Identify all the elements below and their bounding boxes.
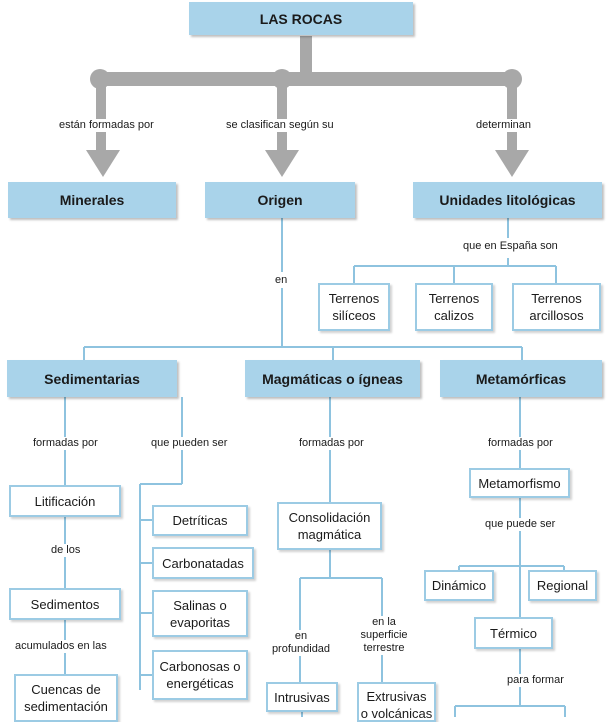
node-metamorficas: Metamórficas xyxy=(440,360,602,397)
node-dinamico: Dinámico xyxy=(424,570,494,601)
node-sedimentarias: Sedimentarias xyxy=(7,360,177,397)
node-carbonosas-energeticas: Carbonosas o energéticas xyxy=(152,650,248,700)
node-sedimentos: Sedimentos xyxy=(9,588,121,620)
node-carbonatadas: Carbonatadas xyxy=(152,547,254,579)
node-cuencas-sedimentacion: Cuencas de sedimentación xyxy=(14,674,118,722)
node-metamorfismo: Metamorfismo xyxy=(469,468,570,498)
terrenos-calizos-l1: Terrenos xyxy=(428,291,480,306)
node-terrenos-calizos: Terrenos calizos xyxy=(415,283,493,331)
node-regional: Regional xyxy=(528,570,597,601)
extrusivas-l1: Extrusivas xyxy=(366,689,427,704)
top-arrows xyxy=(86,36,529,177)
en-sup-l3: terrestre xyxy=(363,642,405,654)
salinas-l1: Salinas o xyxy=(173,597,227,613)
label-en-la-superficie: en la superficie terrestre xyxy=(350,616,418,655)
label-en-profundidad: en profundidad xyxy=(267,630,335,656)
carbonosas-l1: Carbonosas o xyxy=(159,659,241,674)
label-se-clasifican: se clasifican según su xyxy=(225,119,335,132)
salinas-l2: evaporitas xyxy=(170,614,230,630)
node-terrenos-siliceos: Terrenos silíceos xyxy=(318,283,390,331)
label-que-en-espana: que en España son xyxy=(462,240,559,253)
label-que-puede-ser: que puede ser xyxy=(484,518,557,531)
en-prof-l2: profundidad xyxy=(271,643,331,655)
en-sup-l2: superficie xyxy=(360,629,408,641)
label-sed-que-pueden-ser: que pueden ser xyxy=(150,437,229,450)
label-met-formadas-por: formadas por xyxy=(487,437,554,450)
node-unidades-litologicas: Unidades litológicas xyxy=(413,182,602,218)
node-salinas-evaporitas: Salinas o evaporitas xyxy=(152,590,248,637)
node-origen: Origen xyxy=(205,182,355,218)
carbonosas-l2: energéticas xyxy=(166,676,234,691)
node-termico: Térmico xyxy=(474,617,553,649)
terrenos-arcillosos-l2: arcillosos xyxy=(529,308,584,323)
label-estan-formadas: están formadas por xyxy=(58,119,155,132)
cuencas-l2: sedimentación xyxy=(24,699,108,714)
node-magmaticas: Magmáticas o ígneas xyxy=(245,360,420,397)
label-de-los: de los xyxy=(50,544,82,557)
consolidacion-l1: Consolidación xyxy=(288,510,371,525)
cuencas-l1: Cuencas de xyxy=(31,682,101,697)
extrusivas-l2: o volcánicas xyxy=(360,706,433,721)
node-minerales: Minerales xyxy=(8,182,176,218)
node-consolidacion-magmatica: Consolidación magmática xyxy=(277,502,382,550)
node-detriticas: Detríticas xyxy=(152,505,248,536)
node-terrenos-arcillosos: Terrenos arcillosos xyxy=(512,283,601,331)
label-mag-formadas-por: formadas por xyxy=(298,437,365,450)
terrenos-arcillosos-l1: Terrenos xyxy=(531,291,582,306)
terrenos-calizos-l2: calizos xyxy=(434,308,474,323)
title-las-rocas: LAS ROCAS xyxy=(189,2,413,35)
label-acumulados: acumulados en las xyxy=(14,640,108,653)
node-extrusivas-volcanicas: Extrusivas o volcánicas xyxy=(357,682,436,722)
label-determinan: determinan xyxy=(475,119,533,132)
node-litificacion: Litificación xyxy=(9,485,121,517)
terrenos-siliceos-l1: Terrenos xyxy=(328,291,380,306)
node-intrusivas: Intrusivas xyxy=(266,682,338,712)
terrenos-siliceos-l2: silíceos xyxy=(332,308,376,323)
en-prof-l1: en xyxy=(294,630,308,642)
label-sed-formadas-por: formadas por xyxy=(32,437,99,450)
label-en: en xyxy=(274,274,289,287)
label-para-formar: para formar xyxy=(506,674,565,687)
consolidacion-l2: magmática xyxy=(297,527,362,542)
en-sup-l1: en la xyxy=(372,616,396,628)
